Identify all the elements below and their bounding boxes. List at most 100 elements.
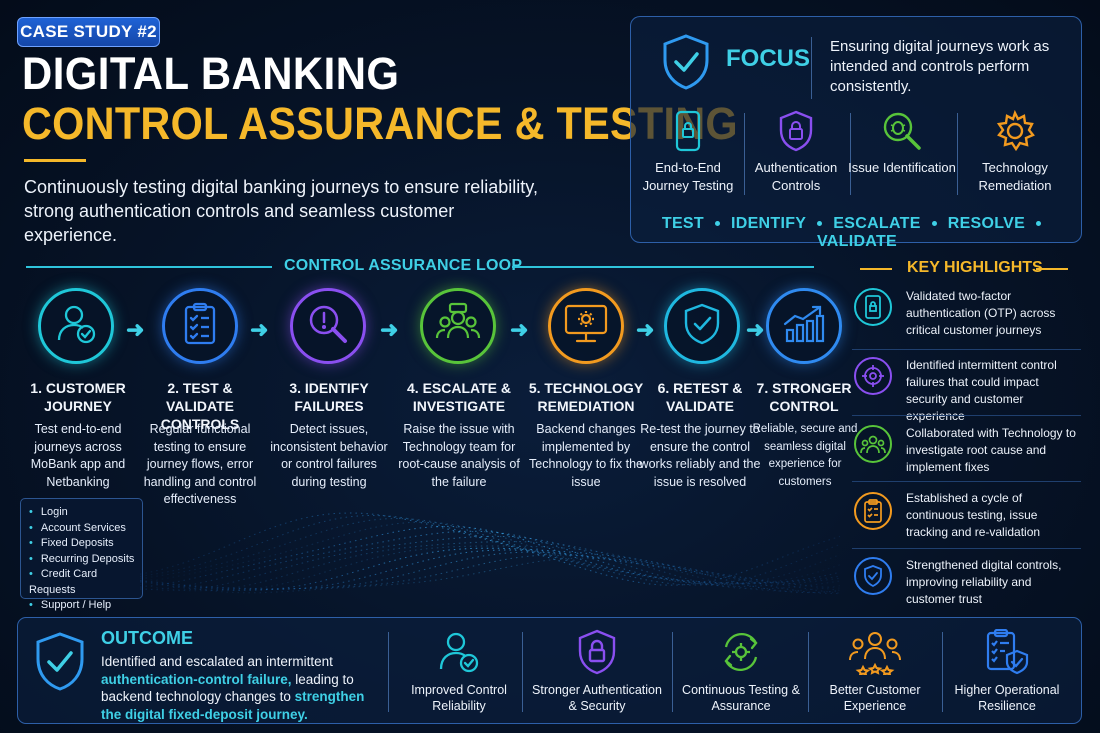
wave-line xyxy=(140,512,840,586)
case-study-badge: CASE STUDY #2 xyxy=(17,17,160,47)
wave-line xyxy=(140,551,840,594)
outcome-item-label: Better Customer Experience xyxy=(829,683,921,713)
step-description: Raise the issue with Technology team for… xyxy=(398,422,520,489)
shield-check-icon xyxy=(854,557,892,595)
bug-search-icon xyxy=(847,109,957,153)
divider xyxy=(808,632,809,712)
focus-step: RESOLVE xyxy=(947,215,1026,232)
target-icon xyxy=(854,357,892,395)
list-item: Account Services xyxy=(29,521,142,537)
divider xyxy=(512,266,814,268)
divider xyxy=(1036,268,1068,270)
highlight-item: Collaborated with Technology to investig… xyxy=(852,415,1081,481)
loop-title: CONTROL ASSURANCE LOOP xyxy=(284,257,523,274)
divider xyxy=(388,632,389,712)
step-4-circle xyxy=(420,288,496,364)
focus-item-journey-testing: End-to-End Journey Testing xyxy=(633,109,743,195)
wave-line xyxy=(140,530,840,590)
team-icon xyxy=(854,425,892,463)
focus-step: ESCALATE xyxy=(833,215,921,232)
outcome-item: Continuous Testing & Assurance xyxy=(674,628,808,714)
step-description: Backend changes implemented by Technolog… xyxy=(529,422,643,489)
particle-wave-decoration xyxy=(140,512,840,595)
focus-label: FOCUS xyxy=(726,45,810,72)
list-item: Credit Card Requests xyxy=(29,567,142,598)
arrow-icon: ➜ xyxy=(250,317,269,342)
focus-item-label: Issue Identification xyxy=(848,160,956,175)
clipboard-shield-icon xyxy=(940,628,1074,676)
divider xyxy=(957,113,958,195)
step-1-circle xyxy=(38,288,114,364)
outcome-item: Improved Control Reliability xyxy=(392,628,526,714)
wave-line xyxy=(140,525,840,588)
cycle-gear-icon xyxy=(674,628,808,676)
outcome-item: Better Customer Experience xyxy=(808,628,942,714)
divider xyxy=(942,632,943,712)
focus-item-authentication: Authentication Controls xyxy=(741,109,851,195)
divider xyxy=(860,268,892,270)
wave-line xyxy=(140,521,840,585)
wave-line xyxy=(140,514,840,586)
focus-description: Ensuring digital journeys work as intend… xyxy=(830,38,1050,95)
highlight-text: Identified intermittent control failures… xyxy=(906,358,1057,423)
list-item: Recurring Deposits xyxy=(29,552,142,568)
arrow-icon: ➜ xyxy=(126,317,145,342)
divider xyxy=(850,113,851,195)
wave-line xyxy=(140,517,840,585)
outcome-highlight: authentication-control failure, xyxy=(101,671,292,687)
arrow-icon: ➜ xyxy=(380,317,399,342)
divider xyxy=(26,266,272,268)
outcome-text-part: leading to backend technology changes to xyxy=(101,671,354,705)
focus-steps: TEST IDENTIFY ESCALATE RESOLVE VALIDATE xyxy=(631,215,1083,251)
page-subtitle: Continuously testing digital banking jou… xyxy=(24,177,538,245)
focus-step: IDENTIFY xyxy=(730,215,807,232)
outcome-title: OUTCOME xyxy=(101,628,193,648)
list-item: Login xyxy=(29,505,142,521)
step-2-circle xyxy=(162,288,238,364)
outcome-item: Stronger Authentication & Security xyxy=(530,628,664,714)
step-title: 2. TEST & VALIDATE CONTROLS xyxy=(160,380,240,432)
shield-lock-icon xyxy=(530,628,664,676)
divider xyxy=(672,632,673,712)
outcome-item-label: Stronger Authentication & Security xyxy=(532,683,662,713)
focus-item-label: Technology Remediation xyxy=(978,160,1052,193)
highlight-item: Strengthened digital controls, improving… xyxy=(852,548,1081,610)
wave-line xyxy=(140,549,840,595)
arrow-icon: ➜ xyxy=(636,317,655,342)
step-title: 4. ESCALATE & INVESTIGATE xyxy=(407,380,511,414)
list-item: Support / Help xyxy=(29,598,142,614)
growth-chart-icon xyxy=(782,304,826,349)
shield-check-icon xyxy=(34,631,86,698)
page-title-line1: DIGITAL BANKING xyxy=(22,48,400,99)
highlight-text: Collaborated with Technology to investig… xyxy=(906,426,1076,474)
step-description: Reliable, secure and seamless digital ex… xyxy=(752,423,858,488)
step-title: 6. RETEST & VALIDATE xyxy=(657,380,743,414)
wave-line xyxy=(140,554,840,591)
arrow-icon: ➜ xyxy=(746,317,765,342)
step-description: Test end-to-end journeys across MoBank a… xyxy=(30,422,126,489)
outcome-item-label: Higher Operational Resilience xyxy=(954,683,1060,713)
outcome-highlight: strengthen the digital fixed-deposit jou… xyxy=(101,689,365,722)
highlight-item: Identified intermittent control failures… xyxy=(852,349,1081,423)
highlight-item: Validated two-factor authentication (OTP… xyxy=(852,283,1081,349)
journey-list: Login Account Services Fixed Deposits Re… xyxy=(20,498,143,611)
user-check-icon xyxy=(392,628,526,676)
step-title: 5. TECHNOLOGY REMEDIATION xyxy=(528,380,644,414)
page-title-line2: CONTROL ASSURANCE & TESTING xyxy=(22,98,738,149)
focus-item-issue-identification: Issue Identification xyxy=(847,109,957,177)
focus-step: VALIDATE xyxy=(816,233,898,250)
step-7-circle xyxy=(766,288,842,364)
outcome-panel: OUTCOME Identified and escalated an inte… xyxy=(17,617,1082,724)
user-check-icon xyxy=(54,302,98,351)
focus-step: TEST xyxy=(661,215,704,232)
title-underline xyxy=(24,159,86,162)
gear-icon xyxy=(960,109,1070,153)
outcome-text: Identified and escalated an intermittent… xyxy=(101,653,371,723)
checklist-icon xyxy=(180,302,220,351)
shield-lock-icon xyxy=(741,109,851,153)
highlight-text: Validated two-factor authentication (OTP… xyxy=(906,289,1056,337)
highlight-item: Established a cycle of continuous testin… xyxy=(852,481,1081,547)
shield-check-icon xyxy=(683,303,721,350)
divider xyxy=(522,632,523,712)
shield-check-icon xyxy=(661,33,711,96)
